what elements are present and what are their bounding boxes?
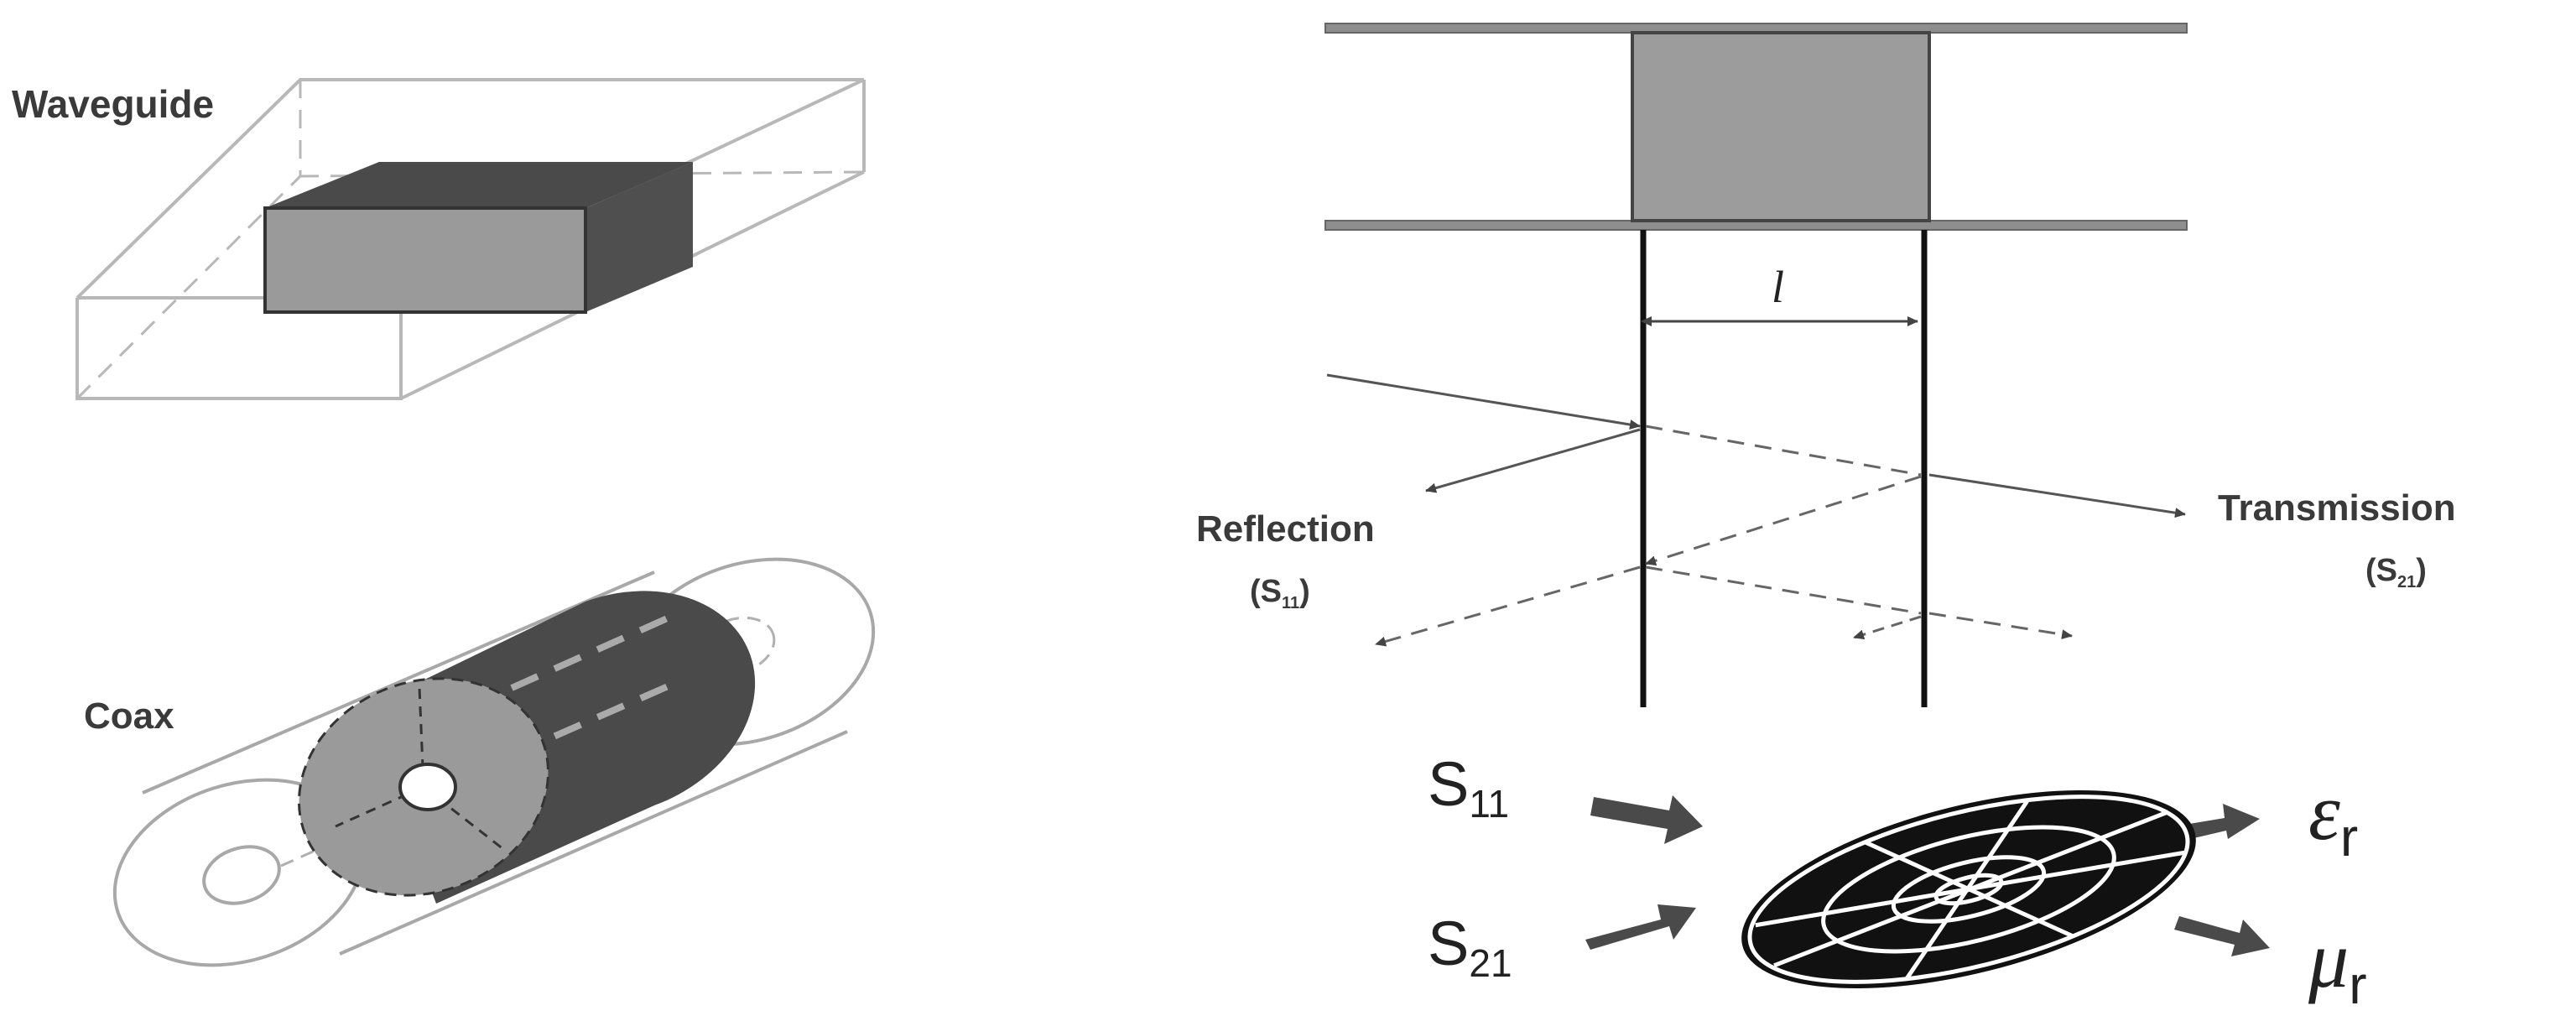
- coax-label: Coax: [84, 696, 174, 737]
- processing-disk-icon: [1741, 789, 2196, 989]
- arrow-disk-to-mu: [2174, 916, 2270, 956]
- waveguide-figure: Waveguide: [12, 78, 866, 400]
- reflection-param: (S11): [1250, 574, 1310, 612]
- length-label: l: [1772, 262, 1784, 312]
- waveguide-label: Waveguide: [12, 82, 214, 126]
- incident-ray: [1326, 373, 1641, 430]
- second-transmitted-ray: [1928, 612, 2073, 640]
- sample-slab: [1631, 31, 1931, 222]
- second-reflected-ray: [1375, 565, 1641, 647]
- permeability-symbol: μr: [2308, 914, 2367, 1015]
- internal-ray-back: [1645, 475, 1922, 566]
- coax-figure: Coax: [84, 557, 876, 967]
- transmission-line-diagram: l Reflection (S11) Transmission (S21): [1196, 23, 2456, 707]
- conversion-flow: S11 S21 εr μr: [1428, 749, 2367, 1015]
- permittivity-symbol: εr: [2308, 767, 2358, 868]
- transmission-label: Transmission: [2218, 487, 2456, 529]
- waveguide-sample-side: [585, 162, 693, 312]
- internal-ray-forward-2: [1645, 565, 1922, 615]
- s11-symbol: S11: [1428, 749, 1509, 826]
- transmission-param: (S21): [2365, 553, 2427, 591]
- arrow-s21-to-disk: [1585, 904, 1696, 950]
- reflection-label: Reflection: [1196, 508, 1375, 550]
- s21-symbol: S21: [1428, 909, 1512, 985]
- internal-ray-forward: [1645, 425, 1922, 477]
- arrow-s11-to-disk: [1590, 795, 1703, 844]
- arrow-disk-to-eps: [2174, 804, 2260, 842]
- waveguide-sample-top: [265, 162, 693, 208]
- transmitted-ray: [1928, 473, 2186, 518]
- internal-ray-back-2: [1853, 615, 1922, 640]
- reflected-ray: [1425, 428, 1641, 493]
- waveguide-sample-front: [263, 206, 587, 314]
- coax-inner-hole: [398, 763, 457, 811]
